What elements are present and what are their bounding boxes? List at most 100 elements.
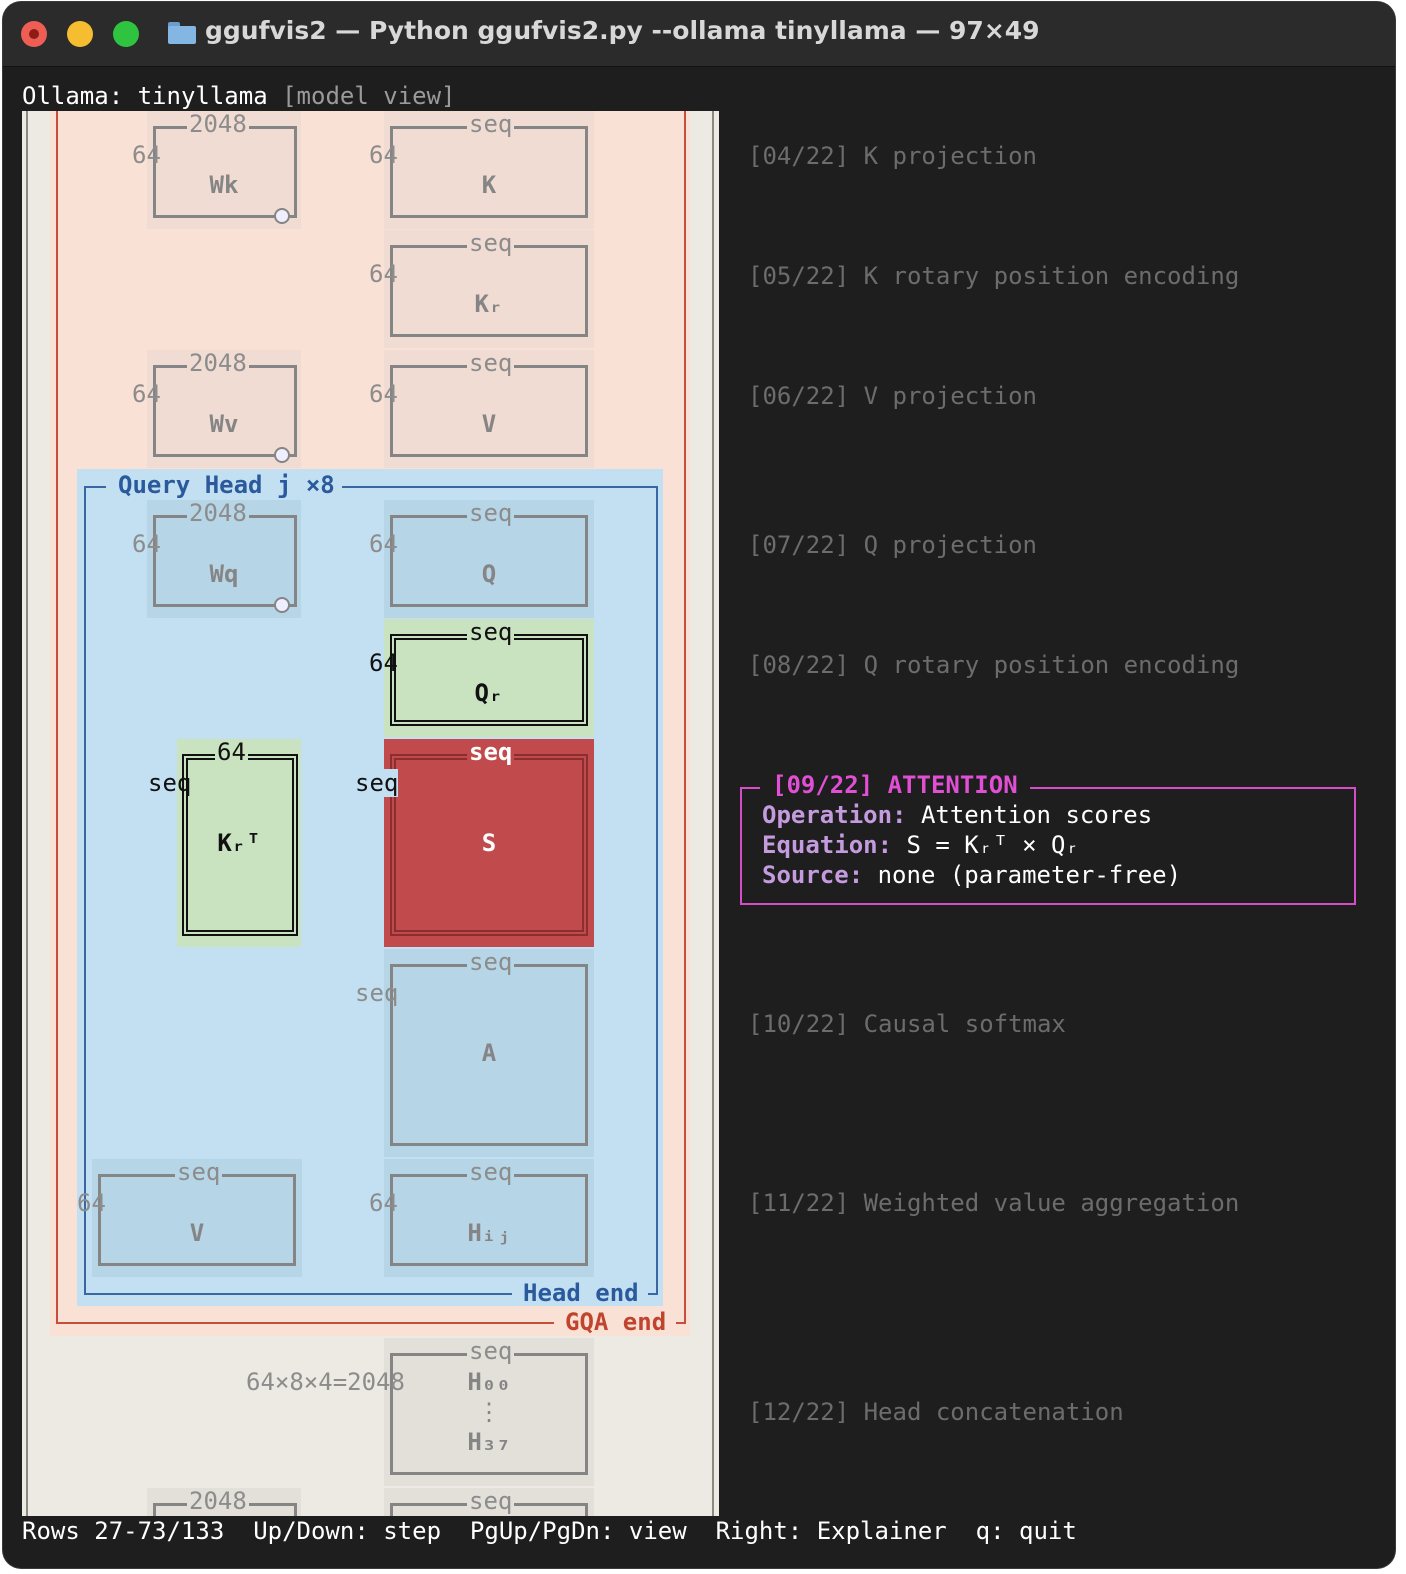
status-bar: Rows 27-73/133 Up/Down: step PgUp/PgDn: …	[22, 1517, 1077, 1545]
tensor-k[interactable]: seq 64 K	[369, 111, 594, 229]
tensor-q-label: Q	[481, 560, 497, 588]
tensor-next-weight-width: 2048	[187, 1487, 249, 1515]
head-end-label: Head end	[523, 1279, 639, 1307]
tensor-concat[interactable]: seq H₀₀ ⋮ H₃₇	[384, 1338, 594, 1486]
zoom-button[interactable]	[113, 21, 139, 47]
step-12[interactable]: [12/22] Head concatenation	[748, 1398, 1124, 1426]
tensor-h37-label: H₃₇	[467, 1428, 511, 1456]
tensor-a-width: seq	[467, 948, 515, 976]
equation-row: Equation: S = Kᵣᵀ × Qᵣ	[762, 831, 1080, 859]
source-row: Source: none (parameter-free)	[762, 861, 1181, 889]
tensor-kr-height: 64	[369, 260, 398, 288]
tensor-hij-width: seq	[467, 1158, 515, 1186]
tensor-wv-height: 64	[132, 380, 161, 408]
tensor-v-label: V	[481, 410, 497, 438]
tensor-qr-width: seq	[467, 618, 515, 646]
tensor-s[interactable]: seq seq S	[355, 738, 594, 947]
title-bar[interactable]: ggufvis2 — Python ggufvis2.py --ollama t…	[3, 2, 1395, 67]
model-diagram[interactable]: GQA end Query Head j ×8 Head end 2048 64…	[22, 111, 719, 1516]
equation-value: S = Kᵣᵀ × Qᵣ	[906, 831, 1080, 859]
header-line: Ollama: tinyllama [model view]	[22, 81, 455, 111]
weight-source-icon	[274, 208, 290, 224]
query-head-label: Query Head j ×8	[118, 471, 335, 499]
tensor-k-label: K	[481, 171, 497, 199]
source-label: Source:	[762, 861, 864, 889]
tensor-hij[interactable]: seq 64 Hᵢⱼ	[369, 1158, 594, 1277]
tensor-hij-label: Hᵢⱼ	[467, 1219, 511, 1247]
tensor-concat-width: seq	[467, 1337, 515, 1365]
outer-right-rule	[712, 111, 714, 1516]
tensor-kr-label: Kᵣ	[474, 290, 504, 318]
window-title: ggufvis2 — Python ggufvis2.py --ollama t…	[205, 16, 1040, 45]
operation-row: Operation: Attention scores	[762, 801, 1152, 829]
tensor-concat-height: 64×8×4=2048	[246, 1368, 405, 1396]
tensor-kr[interactable]: seq 64 Kᵣ	[369, 229, 594, 348]
ellipsis-icon: ⋮	[477, 1398, 501, 1426]
step-04[interactable]: [04/22] K projection	[748, 142, 1037, 170]
tensor-wq-label: Wq	[209, 560, 239, 588]
gqa-bottom-border	[56, 1322, 554, 1324]
tensor-krt-label: Kᵣᵀ	[217, 829, 261, 857]
tensor-next-output-width: seq	[467, 1487, 515, 1515]
tensor-a-label: A	[481, 1039, 497, 1067]
gqa-bottom-border-end	[676, 1322, 686, 1324]
view-mode-label: [model view]	[282, 82, 456, 110]
current-step-callout[interactable]: [09/22] ATTENTION Operation: Attention s…	[740, 771, 1356, 905]
tensor-a-height: seq	[355, 979, 399, 1007]
tensor-v-height: 64	[369, 380, 398, 408]
query-head-bottom-border	[84, 1293, 512, 1295]
tensor-qr-height: 64	[369, 649, 398, 677]
terminal-content[interactable]: Ollama: tinyllama [model view] GQA end Q…	[3, 67, 1395, 1568]
operation-value: Attention scores	[920, 801, 1153, 829]
tensor-s-width: seq	[467, 738, 515, 766]
tensor-next-weight[interactable]: 2048	[147, 1488, 301, 1516]
query-head-right-border	[656, 486, 658, 1294]
current-step-title: [09/22] ATTENTION	[760, 771, 1030, 799]
tensor-s-label: S	[481, 829, 497, 857]
step-05[interactable]: [05/22] K rotary position encoding	[748, 262, 1240, 290]
step-08[interactable]: [08/22] Q rotary position encoding	[748, 651, 1240, 679]
tensor-q-height: 64	[369, 530, 398, 558]
outer-left-rule	[26, 111, 28, 1516]
gqa-right-border	[684, 111, 686, 1323]
tensor-wk-width: 2048	[187, 111, 249, 138]
tensor-qr[interactable]: seq 64 Qᵣ	[369, 618, 594, 737]
model-label: Ollama: tinyllama	[22, 82, 268, 110]
tensor-q[interactable]: seq 64 Q	[369, 500, 594, 618]
gqa-left-border	[56, 111, 58, 1323]
step-06[interactable]: [06/22] V projection	[748, 382, 1037, 410]
tensor-a[interactable]: seq seq A	[355, 948, 594, 1157]
tensor-v-head[interactable]: seq 64 V	[77, 1158, 302, 1277]
tensor-krt-height: seq	[148, 769, 192, 797]
tensor-wv-width: 2048	[187, 349, 249, 377]
tensor-qr-label: Qᵣ	[474, 679, 504, 707]
query-head-top-border-left	[84, 486, 106, 488]
tensor-s-height: seq	[355, 769, 399, 797]
weight-source-icon	[274, 447, 290, 463]
tensor-wv-label: Wv	[209, 410, 239, 438]
tensor-k-height: 64	[369, 141, 398, 169]
minimize-button[interactable]	[67, 21, 93, 47]
gqa-end-label: GQA end	[565, 1308, 667, 1336]
step-11[interactable]: [11/22] Weighted value aggregation	[748, 1189, 1240, 1217]
tensor-kr-width: seq	[467, 229, 515, 257]
tensor-v-head-width: seq	[175, 1158, 223, 1186]
equation-label: Equation:	[762, 831, 893, 859]
query-head-top-border-right	[342, 486, 658, 488]
tensor-v-head-label: V	[189, 1219, 205, 1247]
tensor-krt-width: 64	[215, 738, 248, 766]
source-value: none (parameter-free)	[877, 861, 1182, 889]
tensor-wk[interactable]: 2048 64 Wk	[132, 111, 301, 229]
query-head-bottom-border-end	[648, 1293, 658, 1295]
step-10[interactable]: [10/22] Causal softmax	[748, 1010, 1066, 1038]
close-button[interactable]	[21, 21, 47, 47]
operation-label: Operation:	[762, 801, 907, 829]
tensor-krt[interactable]: 64 seq Kᵣᵀ	[148, 738, 301, 947]
tensor-wk-label: Wk	[209, 171, 239, 199]
query-head-left-border	[84, 486, 86, 1294]
tensor-wv[interactable]: 2048 64 Wv	[132, 349, 301, 468]
tensor-v[interactable]: seq 64 V	[369, 350, 594, 468]
tensor-next-output[interactable]: seq	[384, 1488, 594, 1516]
step-07[interactable]: [07/22] Q projection	[748, 531, 1037, 559]
tensor-wq[interactable]: 2048 64 Wq	[132, 500, 301, 618]
